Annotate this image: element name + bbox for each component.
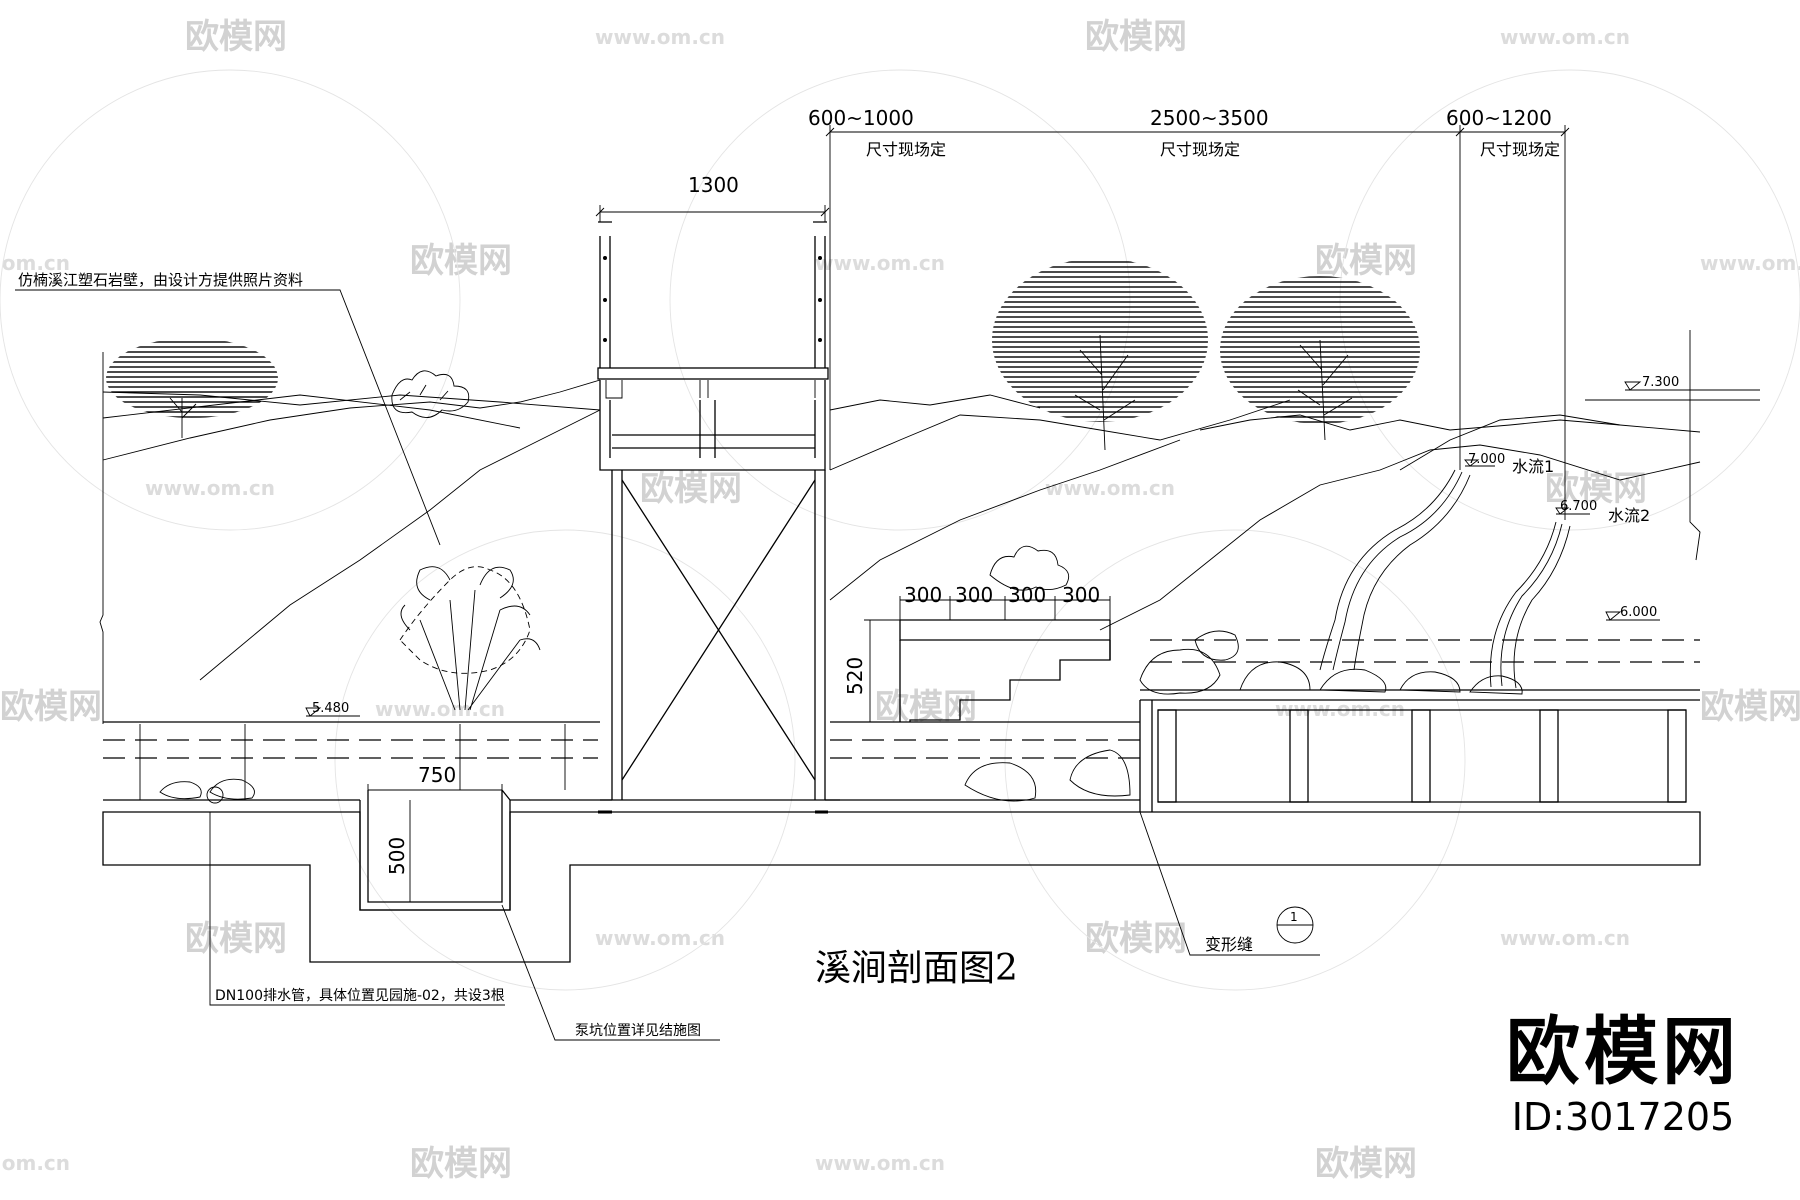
svg-text:欧模网: 欧模网 bbox=[1085, 17, 1187, 57]
svg-text:欧模网: 欧模网 bbox=[1085, 919, 1187, 959]
shrub-top bbox=[391, 370, 470, 418]
tree-left-small bbox=[106, 338, 278, 438]
svg-text:欧模网: 欧模网 bbox=[875, 687, 977, 727]
svg-text:www.om.cn: www.om.cn bbox=[595, 25, 725, 49]
svg-text:欧模网: 欧模网 bbox=[185, 919, 287, 959]
svg-text:欧模网: 欧模网 bbox=[1545, 469, 1647, 509]
svg-text:300: 300 bbox=[1062, 583, 1100, 607]
dimension-text: 600~1000 2500~3500 600~1200 尺寸现场定 尺寸现场定 … bbox=[385, 106, 1560, 875]
water-basin bbox=[1139, 639, 1700, 812]
rock-wall-profile bbox=[99, 330, 1760, 724]
svg-text:www.om.cn: www.om.cn bbox=[0, 1151, 70, 1175]
svg-text:水流2: 水流2 bbox=[1608, 506, 1650, 525]
svg-text:520: 520 bbox=[843, 657, 867, 695]
drawing-title: 溪涧剖面图2 bbox=[815, 948, 1018, 989]
concrete-slab bbox=[102, 789, 1701, 963]
svg-text:www.om.cn: www.om.cn bbox=[815, 251, 945, 275]
svg-text:300: 300 bbox=[955, 583, 993, 607]
svg-text:尺寸现场定: 尺寸现场定 bbox=[1480, 140, 1560, 159]
rock-cluster bbox=[159, 630, 1523, 804]
svg-text:欧模网: 欧模网 bbox=[1315, 1144, 1417, 1184]
svg-text:7.300: 7.300 bbox=[1642, 375, 1679, 390]
svg-text:www.om.cn: www.om.cn bbox=[1275, 697, 1405, 721]
svg-text:尺寸现场定: 尺寸现场定 bbox=[1160, 140, 1240, 159]
svg-text:500: 500 bbox=[385, 837, 409, 875]
svg-text:泵坑位置详见结施图: 泵坑位置详见结施图 bbox=[575, 1023, 701, 1039]
tree-right-large bbox=[1220, 276, 1420, 441]
svg-text:欧模网: 欧模网 bbox=[410, 1144, 512, 1184]
svg-text:欧模网: 欧模网 bbox=[410, 241, 512, 281]
svg-text:300: 300 bbox=[1008, 583, 1046, 607]
annotations: 仿楠溪江塑石岩壁，由设计方提供照片资料 水流1 水流2 DN100排水管，具体位… bbox=[15, 271, 1650, 1041]
svg-text:www.om.cn: www.om.cn bbox=[0, 251, 70, 275]
svg-text:水流1: 水流1 bbox=[1512, 457, 1554, 476]
dimension-lines bbox=[367, 125, 1570, 903]
svg-text:300: 300 bbox=[904, 583, 942, 607]
svg-text:1300: 1300 bbox=[688, 173, 739, 197]
svg-text:6.000: 6.000 bbox=[1620, 605, 1657, 620]
svg-text:www.om.cn: www.om.cn bbox=[145, 476, 275, 500]
svg-text:750: 750 bbox=[418, 763, 456, 787]
water-streams bbox=[1319, 469, 1571, 689]
svg-text:尺寸现场定: 尺寸现场定 bbox=[866, 140, 946, 159]
observation-platform bbox=[597, 221, 829, 471]
svg-text:欧模网: 欧模网 bbox=[0, 687, 102, 727]
svg-text:欧模网: 欧模网 bbox=[1315, 241, 1417, 281]
svg-text:欧模网: 欧模网 bbox=[185, 17, 287, 57]
svg-text:www.om.cn: www.om.cn bbox=[595, 926, 725, 950]
watermark-id: ID:3017205 bbox=[1511, 1095, 1735, 1139]
svg-text:6.700: 6.700 bbox=[1560, 499, 1597, 514]
svg-text:7.000: 7.000 bbox=[1468, 452, 1505, 467]
platform-support-frame bbox=[598, 470, 840, 814]
elevation-markers bbox=[305, 381, 1760, 717]
svg-text:变形缝: 变形缝 bbox=[1205, 935, 1253, 954]
svg-text:2500~3500: 2500~3500 bbox=[1150, 106, 1269, 130]
svg-text:600~1000: 600~1000 bbox=[808, 106, 914, 130]
tree-center-large bbox=[992, 258, 1208, 451]
watermark-url: www.om.cn www.om.cn www.om.cn www.om.cn … bbox=[0, 25, 1800, 1175]
svg-text:www.om.cn: www.om.cn bbox=[1500, 926, 1630, 950]
watermark-logo-text: 欧模网 bbox=[1506, 1009, 1740, 1095]
elevation-text: 7.300 7.000 6.700 6.000 5.480 bbox=[312, 375, 1679, 716]
svg-text:仿楠溪江塑石岩壁，由设计方提供照片资料: 仿楠溪江塑石岩壁，由设计方提供照片资料 bbox=[18, 271, 303, 289]
svg-text:600~1200: 600~1200 bbox=[1446, 106, 1552, 130]
svg-text:www.om.cn: www.om.cn bbox=[1500, 25, 1630, 49]
svg-text:欧模网: 欧模网 bbox=[640, 469, 742, 509]
svg-text:DN100排水管，具体位置见园施-02，共设3根: DN100排水管，具体位置见园施-02，共设3根 bbox=[215, 988, 505, 1004]
ground-layers-left bbox=[103, 721, 1140, 801]
svg-text:5.480: 5.480 bbox=[312, 701, 349, 716]
svg-text:www.om.cn: www.om.cn bbox=[815, 1151, 945, 1175]
svg-text:www.om.cn: www.om.cn bbox=[1045, 476, 1175, 500]
bamboo-plant bbox=[399, 566, 541, 711]
svg-text:欧模网: 欧模网 bbox=[1700, 687, 1800, 727]
watermark-logo: 欧模网 ID:3017205 bbox=[1506, 1015, 1740, 1139]
shrub-slope bbox=[989, 545, 1070, 591]
svg-text:www.om.cn: www.om.cn bbox=[375, 697, 505, 721]
svg-text:1: 1 bbox=[1290, 910, 1298, 924]
watermark-arcs bbox=[0, 69, 1800, 991]
svg-text:www.om.cn: www.om.cn bbox=[1700, 251, 1800, 275]
